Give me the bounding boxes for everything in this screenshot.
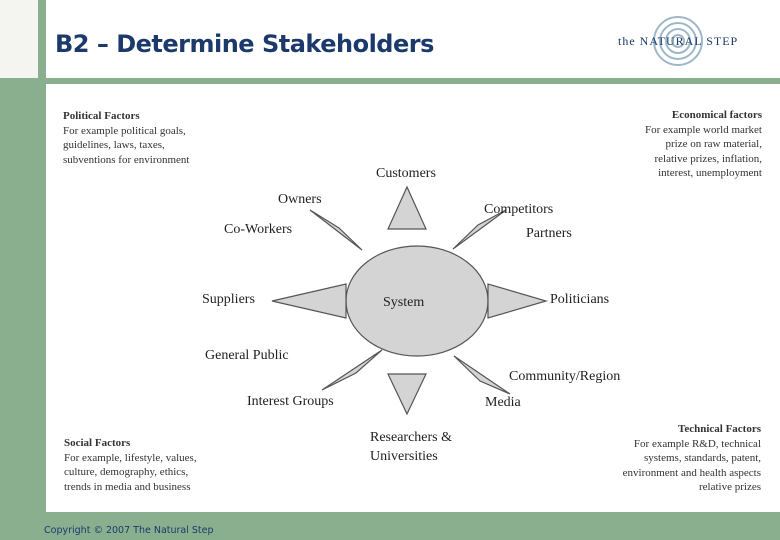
political-factors: Political Factors For example political … <box>63 109 189 167</box>
technical-factors: Technical Factors For example R&D, techn… <box>623 422 761 495</box>
technical-factors-title: Technical Factors <box>678 423 761 435</box>
arrow-north <box>387 185 427 230</box>
label-competitors: Competitors <box>484 202 554 217</box>
social-factors-line: culture, demography, ethics, <box>64 466 189 479</box>
label-media: Media <box>485 395 521 410</box>
label-interest-groups: Interest Groups <box>247 394 334 409</box>
technical-factors-line: environment and health aspects <box>622 466 761 479</box>
social-factors-line: For example, lifestyle, values, <box>64 451 197 464</box>
political-factors-title: Political Factors <box>63 110 140 122</box>
social-factors-title: Social Factors <box>64 437 131 449</box>
label-suppliers: Suppliers <box>202 292 255 307</box>
label-customers: Customers <box>376 166 436 181</box>
economical-factors: Economical factors For example world mar… <box>645 108 762 181</box>
arrow-west <box>271 283 347 319</box>
political-factors-line: guidelines, laws, taxes, <box>63 139 165 152</box>
economical-factors-line: relative prizes, inflation, <box>654 152 762 165</box>
economical-factors-line: interest, unemployment <box>658 167 762 180</box>
social-factors: Social Factors For example, lifestyle, v… <box>64 436 197 494</box>
political-factors-line: subventions for environment <box>63 153 190 166</box>
label-co-workers: Co-Workers <box>224 222 293 237</box>
technical-factors-line: relative prizes <box>699 481 761 494</box>
slide-title: B2 – Determine Stakeholders <box>55 30 434 58</box>
arrow-south-west <box>321 349 383 391</box>
label-partners: Partners <box>526 226 572 241</box>
economical-factors-title: Economical factors <box>671 109 762 121</box>
label-general-public: General Public <box>205 348 289 363</box>
political-factors-line: For example political goals, <box>63 124 186 137</box>
left-strip <box>0 0 38 78</box>
social-factors-line: trends in media and business <box>64 480 191 493</box>
label-researchers: Researchers & <box>370 430 453 445</box>
header-panel <box>46 0 780 78</box>
technical-factors-line: For example R&D, technical <box>633 437 761 450</box>
arrow-south-east <box>453 355 511 395</box>
arrow-north-west <box>309 209 363 251</box>
label-community-region: Community/Region <box>509 369 621 384</box>
economical-factors-line: For example world market <box>645 123 762 136</box>
economical-factors-line: prize on raw material, <box>665 138 762 151</box>
arrow-south <box>387 373 427 416</box>
label-politicians: Politicians <box>550 292 610 307</box>
arrow-north-east <box>452 209 507 250</box>
natural-step-logo-icon <box>653 16 703 66</box>
logo-text: the NATURAL STEP <box>618 34 739 48</box>
label-universities: Universities <box>370 449 438 464</box>
label-owners: Owners <box>278 192 322 207</box>
technical-factors-line: systems, standards, patent, <box>643 452 761 465</box>
copyright-text: Copyright © 2007 The Natural Step <box>44 525 214 536</box>
label-system: System <box>383 295 425 310</box>
arrow-east <box>487 283 549 319</box>
